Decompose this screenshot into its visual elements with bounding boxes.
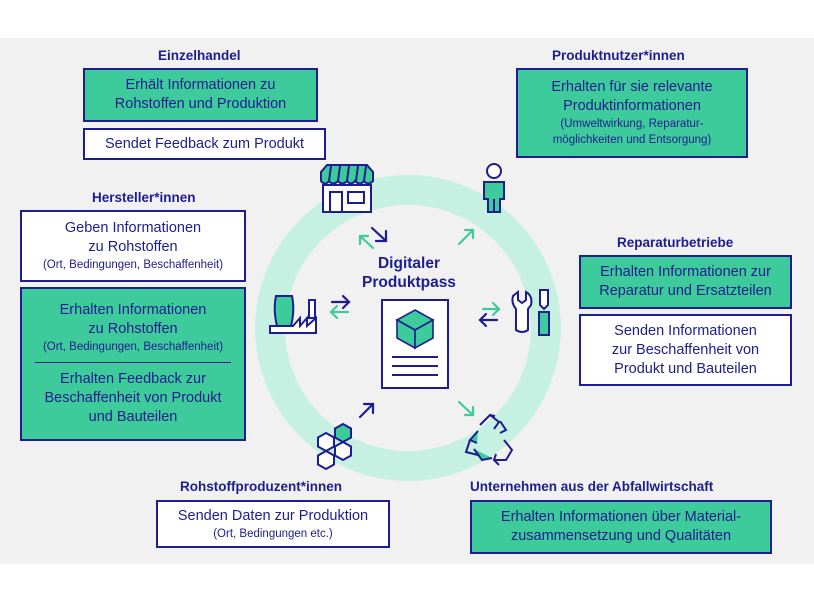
- box-subline: (Umweltwirkung, Reparatur-: [560, 118, 704, 130]
- box-line: Erhalten Informationen zur: [600, 264, 771, 280]
- arrow-factory-inward: [330, 294, 351, 310]
- box-line: Geben Informationen: [64, 220, 202, 236]
- box-line: Rohstoffen und Produktion: [114, 96, 287, 112]
- arrow-center-to-person: [457, 228, 475, 246]
- box-line: zu Rohstoffen: [88, 239, 178, 255]
- box-line: Erhalten Feedback zur: [60, 371, 206, 387]
- box-line: Erhält Informationen zu: [125, 77, 276, 93]
- arrow-shop-to-center: [370, 226, 388, 243]
- produktnutzer-box: Erhalten für sie relevante Produktinform…: [516, 68, 748, 158]
- box-subline: möglichkeiten und Entsorgung): [552, 134, 712, 146]
- arrow-to-tools: [478, 312, 499, 328]
- produktnutzer-heading: Produktnutzer*innen: [552, 48, 685, 63]
- reparatur-heading: Reparaturbetriebe: [617, 235, 734, 250]
- box-line: Reparatur und Ersatzteilen: [599, 283, 772, 299]
- einzelhandel-heading: Einzelhandel: [158, 48, 241, 63]
- abfall-box: Erhalten Informationen über Material- zu…: [470, 500, 772, 554]
- green-arrows: [329, 228, 501, 417]
- center-title: Digitaler Produktpass: [346, 254, 472, 292]
- einzelhandel-feedback-box: Sendet Feedback zum Produkt: [83, 128, 326, 160]
- arrow-factory-outward: [329, 304, 350, 320]
- box-subline: (Ort, Bedingungen, Beschaffenheit): [42, 341, 224, 353]
- person-icon: [483, 163, 505, 213]
- box-line: Beschaffenheit von Produkt: [44, 390, 222, 406]
- factory-icon: [269, 295, 317, 334]
- center-title-line1: Digitaler: [377, 255, 440, 272]
- box-subline: (Ort, Bedingungen etc.): [213, 527, 333, 540]
- box-line: Produkt und Bauteilen: [614, 360, 757, 377]
- box-line: Produktinformationen: [563, 98, 701, 114]
- box-line: Senden Informationen: [614, 322, 757, 339]
- box-line: Erhalten Informationen über Material-: [500, 509, 742, 525]
- arrow-center-to-recycle: [457, 400, 475, 417]
- einzelhandel-receive-box: Erhält Informationen zu Rohstoffen und P…: [83, 68, 318, 122]
- box-line: Sendet Feedback zum Produkt: [104, 135, 305, 152]
- box-line: zu Rohstoffen: [88, 321, 178, 337]
- recycle-icon: [464, 413, 514, 466]
- abfall-heading: Unternehmen aus der Abfallwirtschaft: [470, 479, 714, 494]
- box-line: Erhalten für sie relevante: [551, 79, 713, 95]
- arrow-center-to-shop: [358, 234, 375, 250]
- center-title-line2: Produktpass: [362, 274, 456, 291]
- box-line: Erhalten Informationen: [59, 302, 207, 318]
- box-line: zusammensetzung und Qualitäten: [510, 528, 732, 544]
- arrow-to-hexagon: [358, 402, 375, 419]
- box-subline: (Ort, Bedingungen, Beschaffenheit): [42, 259, 224, 271]
- hexagon-molecule-icon: [317, 422, 352, 471]
- product-passport-document-icon: [381, 299, 449, 389]
- box-line: und Bauteilen: [88, 409, 178, 425]
- tools-icon: [511, 289, 550, 336]
- reparatur-send-box: Senden Informationen zur Beschaffenheit …: [579, 314, 792, 386]
- rohstoff-heading: Rohstoffproduzent*innen: [180, 479, 342, 494]
- navy-arrows: [330, 226, 499, 419]
- hersteller-heading: Hersteller*innen: [92, 190, 196, 205]
- box-line: zur Beschaffenheit von: [611, 341, 760, 358]
- hersteller-receive-box: Erhalten Informationen zu Rohstoffen (Or…: [20, 287, 246, 441]
- shop-icon: [320, 164, 374, 213]
- hersteller-give-box: Geben Informationen zu Rohstoffen (Ort, …: [20, 210, 246, 282]
- box-line: Senden Daten zur Produktion: [177, 507, 369, 524]
- rohstoff-box: Senden Daten zur Produktion (Ort, Beding…: [156, 500, 390, 548]
- reparatur-receive-box: Erhalten Informationen zur Reparatur und…: [579, 255, 792, 309]
- box-divider: [35, 362, 231, 363]
- arrow-center-to-tools: [481, 301, 501, 317]
